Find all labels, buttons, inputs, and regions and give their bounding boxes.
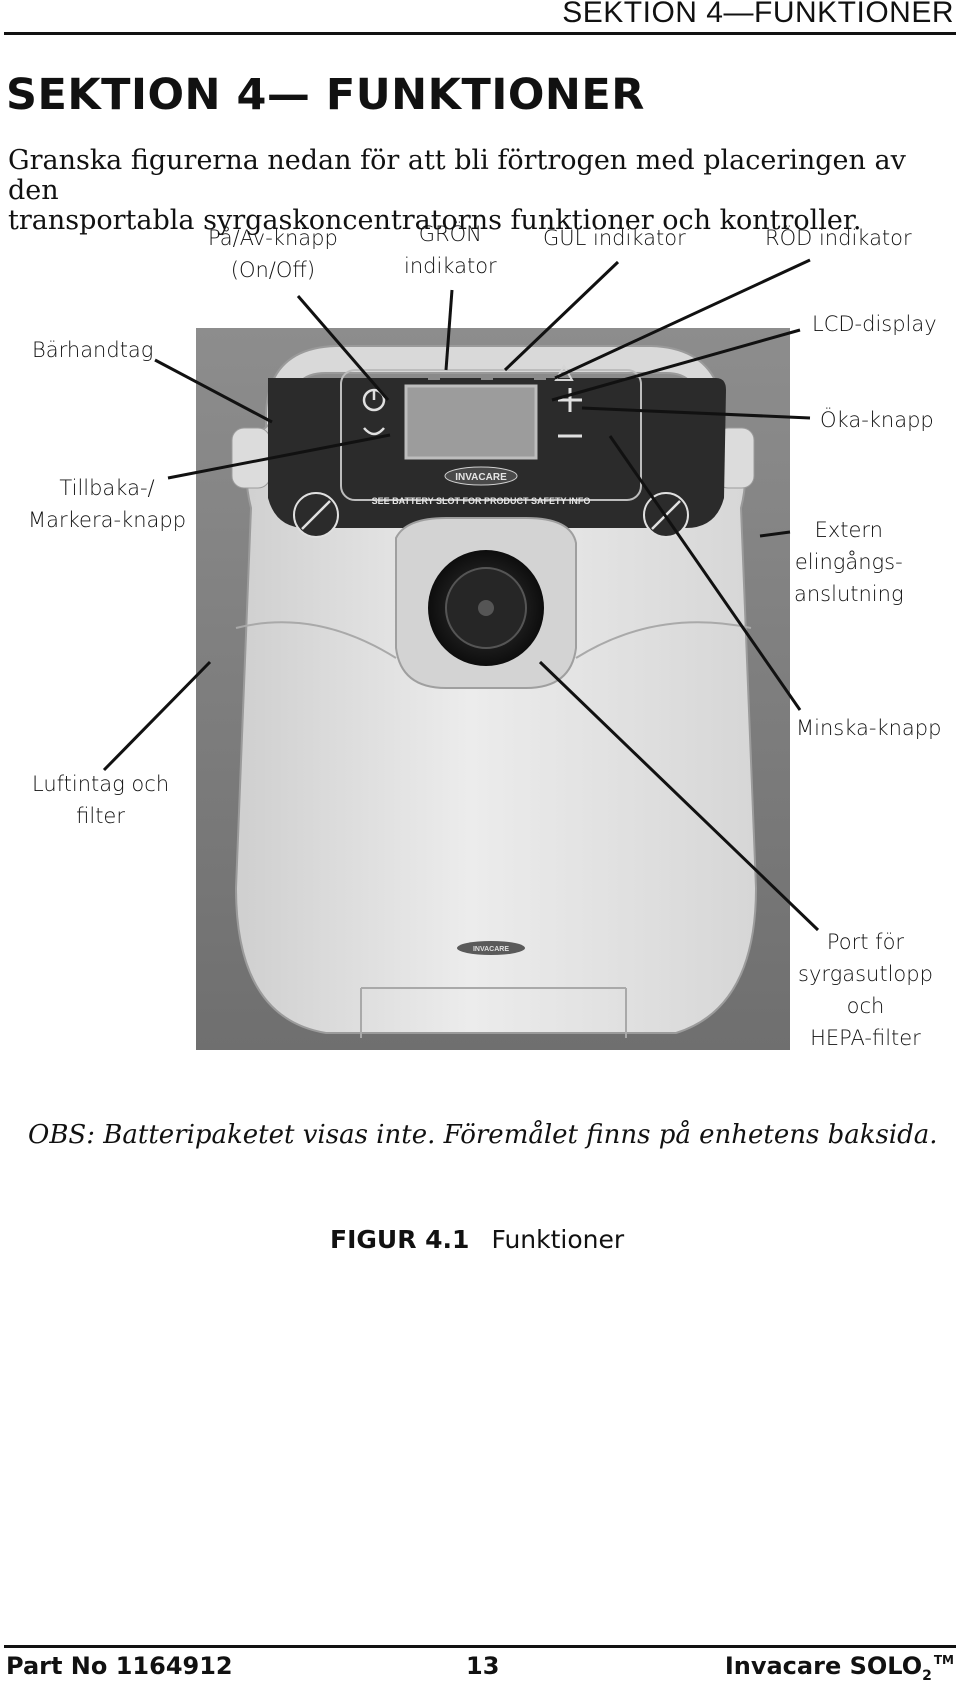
panel-brand: INVACARE (455, 472, 507, 483)
label-external-line-2: elingångs- (794, 550, 903, 574)
figure-note: OBS: Batteripaketet visas inte. Föremåle… (28, 1120, 938, 1150)
footer-product-name: Invacare SOLO (724, 1652, 923, 1680)
label-lcd: LCD-display (812, 312, 937, 336)
footer-part-number: Part No 1164912 (6, 1652, 233, 1680)
running-header: SEKTION 4—FUNKTIONER (562, 0, 954, 29)
device-photo: INVACARE SEE BATTERY SLOT FOR PRODUCT SA… (196, 328, 790, 1050)
figure-caption: FIGUR 4.1 Funktioner (330, 1225, 624, 1254)
footer-rule (4, 1645, 956, 1648)
footer-page-number: 13 (466, 1652, 500, 1680)
label-green-line-2: indikator (404, 254, 497, 278)
label-outlet-line-2: syrgasutlopp (798, 962, 933, 986)
label-on-off: På/Av-knapp (On/Off) (208, 222, 338, 286)
figure-caption-label: FIGUR 4.1 (330, 1225, 470, 1254)
intro-paragraph: Granska figurerna nedan för att bli fört… (8, 146, 938, 236)
label-decrease: Minska-knapp (796, 716, 942, 740)
line-air-intake (102, 660, 212, 772)
label-external-line-3: anslutning (794, 582, 904, 606)
figure-caption-text: Funktioner (491, 1225, 625, 1254)
label-red-indicator: RÖD indikator (765, 226, 912, 250)
label-oxygen-outlet: Port för syrgasutlopp och HEPA-filter (798, 926, 933, 1054)
label-air-intake: Luftintag och filter (32, 768, 169, 832)
label-handle: Bärhandtag (32, 338, 154, 362)
label-on-off-line-1: På/Av-knapp (208, 226, 338, 250)
label-external-input: Extern elingångs- anslutning (794, 514, 904, 610)
label-air-intake-line-2: filter (76, 804, 125, 828)
trademark-mark: TM (933, 1653, 954, 1667)
label-back: Tillbaka-/ Markera-knapp (28, 472, 186, 536)
label-air-intake-line-1: Luftintag och (32, 772, 170, 796)
label-yellow-indicator: GUL indikator (543, 226, 686, 250)
footer-product-subscript: 2 (922, 1668, 932, 1684)
front-brand: INVACARE (473, 946, 509, 953)
intro-line-1: Granska figurerna nedan för att bli fört… (8, 145, 906, 206)
section-title: SEKTION 4— FUNKTIONER (6, 70, 645, 120)
label-outlet-line-3: och (846, 994, 885, 1018)
label-back-line-2: Markera-knapp (28, 508, 187, 532)
label-increase: Öka-knapp (820, 408, 934, 432)
label-external-line-1: Extern (814, 518, 883, 542)
panel-notice: SEE BATTERY SLOT FOR PRODUCT SAFETY INFO (372, 496, 591, 506)
label-outlet-line-4: HEPA-filter (810, 1026, 921, 1050)
label-green-indicator: GRÖN indikator (404, 218, 497, 282)
intro-line-2: transportabla syrgaskoncentratorns funkt… (8, 205, 862, 236)
label-back-line-1: Tillbaka-/ (59, 476, 155, 500)
label-on-off-line-2: (On/Off) (230, 258, 316, 282)
label-green-line-1: GRÖN (418, 222, 482, 246)
header-rule (4, 32, 956, 35)
label-outlet-line-1: Port för (826, 930, 905, 954)
footer-product: Invacare SOLO2TM (725, 1652, 954, 1684)
